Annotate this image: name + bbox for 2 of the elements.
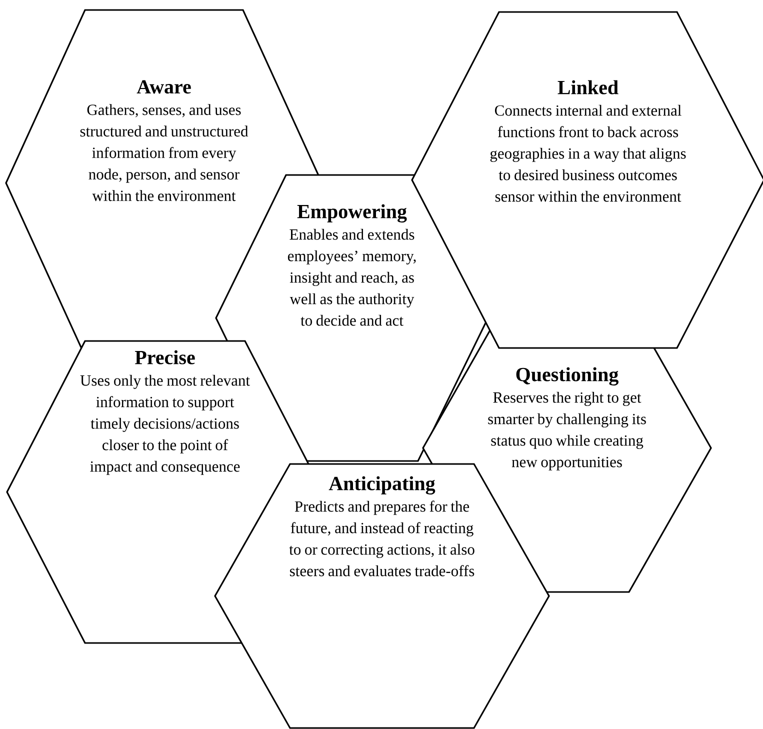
node-label: Linked (558, 80, 618, 94)
node-label: Connects internal and external functions front to back across geographies in a way that aligns to desired business outcomes sensor within the environment (490, 104, 686, 202)
